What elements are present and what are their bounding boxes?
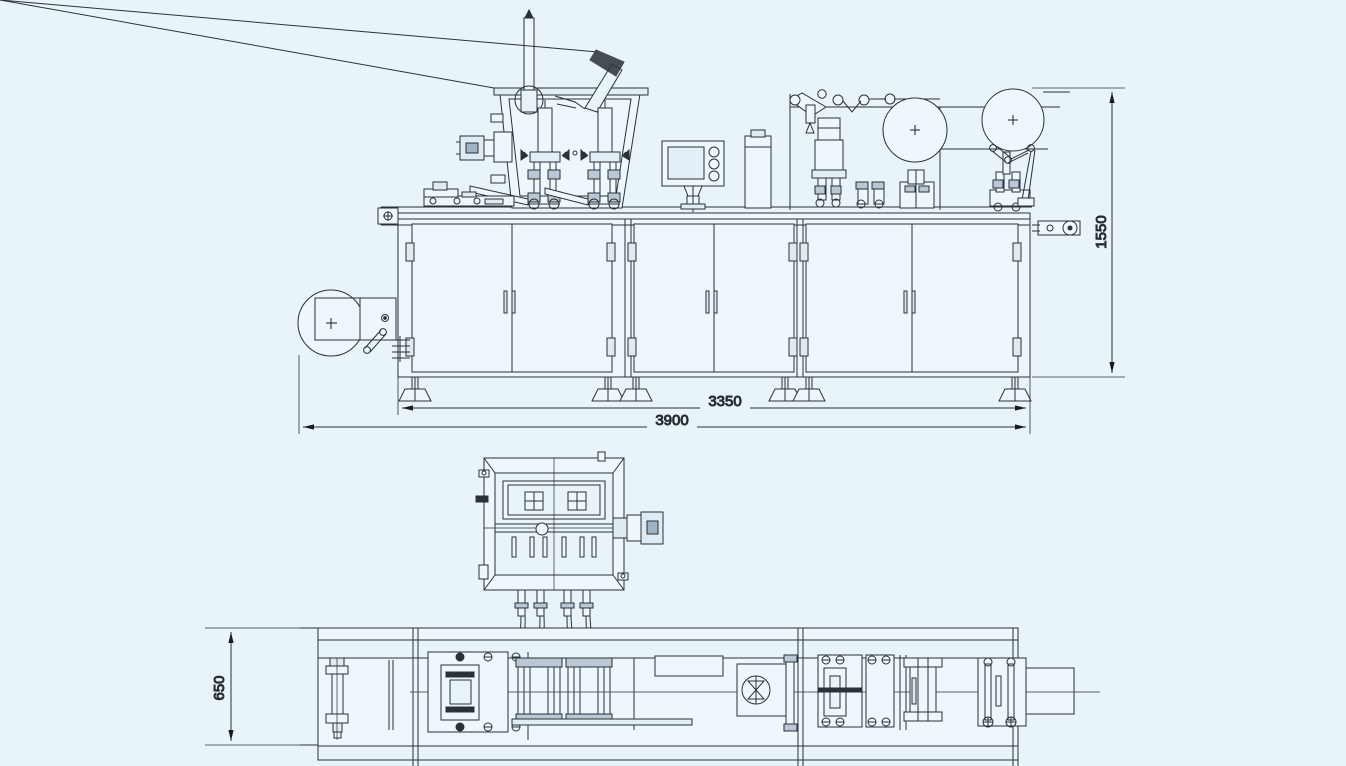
- punch-station: [899, 169, 935, 209]
- plan-sealing-blocks: [783, 654, 907, 732]
- vertical-column: [744, 129, 772, 209]
- dimension-overall-length-label: 3900: [655, 412, 688, 429]
- plan-rotary-unit: [736, 663, 788, 717]
- plan-view: 650: [205, 627, 1100, 766]
- plan-outfeed: [977, 657, 1075, 728]
- grid-window-right: [567, 491, 587, 511]
- hopper-gear-motor: [456, 131, 513, 163]
- plan-mounting-plate: [427, 651, 529, 740]
- foil-reel-middle: [882, 97, 948, 163]
- dimension-overall-length: 3900: [298, 355, 1031, 434]
- plan-deck-opening: [654, 655, 724, 677]
- panel-button-1: [708, 146, 720, 158]
- dimension-frame-length: 3350: [397, 377, 1031, 415]
- plan-punch-assembly: [903, 657, 943, 722]
- plan-forming-blocks: [511, 657, 693, 730]
- dimension-working-height: 650: [205, 627, 318, 746]
- pvc-unwind-reel: [297, 207, 410, 362]
- infeed-rail: [423, 181, 515, 207]
- hopper-plan-gear-motor: [612, 511, 664, 545]
- dimension-overall-height-label: 1550: [1093, 215, 1110, 248]
- forming-station-cylinders: [469, 100, 630, 210]
- index-station: [853, 181, 888, 209]
- machine-legs: [398, 376, 1032, 402]
- front-elevation-view: 1550 3350 3900: [0, 0, 1125, 434]
- dimension-working-height-label: 650: [211, 675, 228, 700]
- panel-button-2: [708, 158, 720, 170]
- panel-button-3: [708, 170, 720, 182]
- sealing-station: [811, 117, 848, 208]
- tension-rollers: [392, 336, 410, 362]
- plan-support-leg: [325, 657, 394, 740]
- plan-discharge-chute: [1025, 667, 1075, 715]
- hmi-control-panel[interactable]: [661, 140, 725, 212]
- dimension-frame-length-label: 3350: [708, 393, 741, 410]
- cabinet-middle[interactable]: [627, 223, 798, 373]
- drawing-geometry: 1550 3350 3900: [0, 0, 1125, 766]
- grid-window-left: [524, 491, 544, 511]
- outfeed-arm: [1032, 220, 1081, 236]
- cabinet-right[interactable]: [799, 223, 1022, 373]
- dimension-overall-height: 1550: [1032, 87, 1125, 378]
- foil-rewind-reel: [981, 88, 1070, 207]
- hopper-plan-detail-view: [475, 451, 664, 663]
- agitator-fingers: [511, 536, 597, 558]
- cabinet-left[interactable]: [405, 223, 616, 373]
